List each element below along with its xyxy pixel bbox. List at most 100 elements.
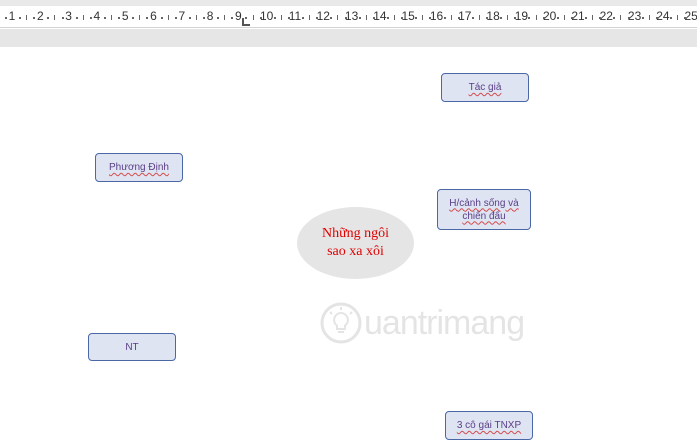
ruler-number: 7 — [178, 9, 186, 23]
ruler-tick — [54, 15, 56, 20]
ruler-tick — [287, 17, 290, 19]
ruler-tick — [146, 17, 149, 19]
node-hoan-canh[interactable]: H/cảnh sống và chiến đấu — [437, 189, 531, 230]
ruler-tick — [103, 17, 106, 19]
ruler-tick — [677, 15, 679, 20]
ruler-tick — [648, 15, 650, 20]
ruler-tick — [684, 17, 687, 19]
ruler-tick — [457, 17, 460, 19]
ruler-number: 23 — [627, 9, 642, 23]
node-ba-co-gai-label: 3 cô gái TNXP — [456, 420, 522, 431]
ruler-number: 5 — [121, 9, 129, 23]
ruler-number: 13 — [344, 9, 359, 23]
ruler-tick — [372, 17, 375, 19]
ruler-tick — [26, 15, 28, 20]
ruler-tick — [139, 15, 141, 20]
center-topic[interactable]: Những ngôi sao xa xôi — [297, 207, 414, 279]
ruler-number: 11 — [288, 9, 302, 23]
ruler-number: 16 — [429, 9, 444, 23]
ruler-number: 1 — [8, 9, 16, 23]
tab-stop-marker[interactable] — [242, 18, 250, 26]
ruler-number: 3 — [65, 9, 72, 23]
watermark: uantrimang — [320, 299, 525, 347]
ruler-tick — [217, 17, 220, 19]
ruler-tick — [4, 17, 7, 19]
ruler-tick — [61, 17, 64, 19]
ruler-tick — [415, 17, 418, 19]
ruler-tick — [330, 17, 333, 19]
ruler-number: 25 — [684, 9, 697, 23]
ruler-tick — [365, 15, 367, 20]
ruler-tick — [118, 17, 121, 19]
ruler-tick — [386, 17, 389, 19]
ruler-tick — [401, 17, 404, 19]
ruler-number: 12 — [316, 9, 330, 23]
ruler-tick — [542, 17, 545, 19]
ruler-tick — [167, 15, 169, 20]
ruler-tick — [655, 17, 658, 19]
ruler-number: 21 — [571, 9, 585, 23]
ruler-tick — [556, 17, 559, 19]
ruler-number: 17 — [458, 9, 472, 23]
ruler-tick — [669, 17, 672, 19]
ruler-tick — [500, 17, 503, 19]
ruler-tick — [280, 15, 282, 20]
ruler-tick — [89, 17, 92, 19]
ruler-number: 6 — [150, 9, 157, 23]
node-tac-gia[interactable]: Tác giả — [441, 73, 529, 102]
ruler-tick — [188, 17, 191, 19]
ruler-tick — [585, 17, 588, 19]
page-top-margin — [0, 29, 697, 47]
ruler-tick — [252, 15, 254, 20]
ruler-number: 10 — [260, 9, 274, 23]
ruler-number: 19 — [514, 9, 529, 23]
ruler-tick — [47, 17, 50, 19]
ruler-tick — [273, 17, 276, 19]
ruler-tick — [245, 17, 248, 19]
ruler-tick — [486, 17, 489, 19]
ruler-tick — [203, 17, 206, 19]
ruler-number: 8 — [206, 9, 214, 23]
ruler-tick — [535, 15, 537, 20]
ruler-tick — [620, 15, 622, 20]
ruler-tick — [613, 17, 616, 19]
ruler-tick — [132, 17, 135, 19]
node-phuong-dinh-label: Phương Định — [109, 162, 169, 173]
ruler-tick — [82, 15, 84, 20]
ruler-tick — [570, 17, 573, 19]
ruler-tick — [641, 17, 644, 19]
ruler-tick — [302, 17, 305, 19]
ruler-tick — [160, 17, 163, 19]
ruler-number: 22 — [599, 9, 613, 23]
node-nt-label: NT — [125, 341, 139, 353]
ruler-tick — [429, 17, 432, 19]
ruler-tick — [528, 17, 531, 19]
ruler-tick — [471, 17, 474, 19]
ruler-number: 24 — [656, 9, 670, 23]
center-topic-label: Những ngôi sao xa xôi — [321, 226, 390, 259]
ruler-tick — [443, 17, 446, 19]
ruler-tick — [75, 17, 78, 19]
watermark-text: uantrimang — [364, 303, 525, 342]
document-page[interactable]: Tác giả Phương Định H/cảnh sống và chiến… — [0, 47, 697, 444]
ruler-tick — [309, 15, 311, 20]
ruler-tick — [259, 17, 262, 19]
node-tac-gia-label: Tác giả — [468, 82, 502, 93]
ruler-number: 14 — [373, 9, 387, 23]
ruler-tick — [450, 15, 452, 20]
ruler-tick — [33, 17, 36, 19]
node-ba-co-gai[interactable]: 3 cô gái TNXP — [445, 411, 533, 440]
ribbon-edge — [0, 0, 697, 6]
ruler-tick — [19, 17, 22, 19]
ruler-number: 20 — [543, 9, 557, 23]
ruler-number: 2 — [36, 9, 44, 23]
node-nt[interactable]: NT — [88, 333, 176, 361]
ruler-tick — [316, 17, 319, 19]
ruler-number: 9 — [235, 9, 242, 23]
node-hoan-canh-label: H/cảnh sống và chiến đấu — [449, 197, 519, 222]
ruler-tick — [507, 15, 509, 20]
ruler-tick — [478, 15, 480, 20]
node-phuong-dinh[interactable]: Phương Định — [95, 153, 183, 182]
ruler-tick — [592, 15, 594, 20]
